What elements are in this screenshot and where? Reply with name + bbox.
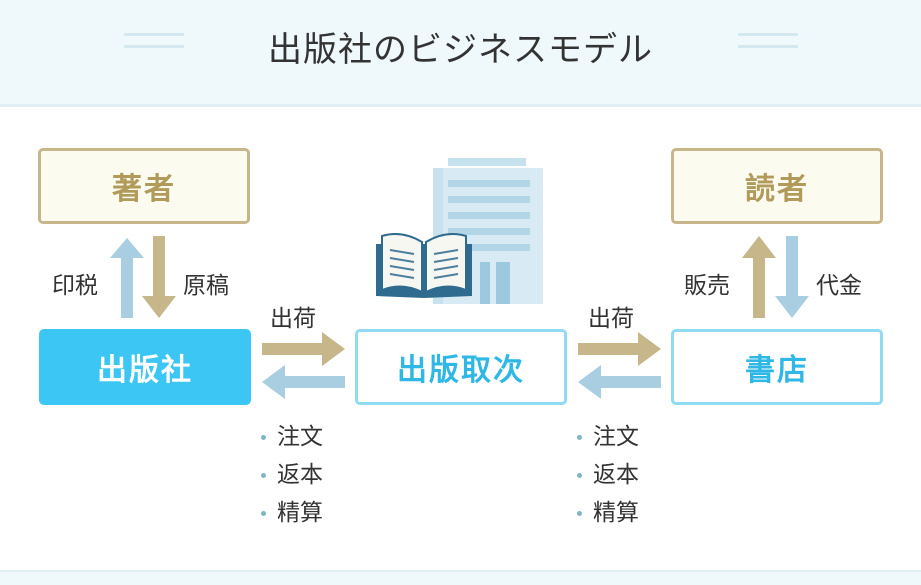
sales-label: 販売: [684, 273, 730, 299]
payment-arrow: [775, 236, 809, 318]
shipping-arrow-left: [262, 332, 345, 366]
author-node: 著者: [38, 148, 250, 224]
bookstore-node: 書店: [671, 329, 883, 405]
payment-label: 代金: [816, 273, 862, 299]
royalty-arrow: [110, 238, 144, 318]
sales-arrow: [742, 236, 776, 318]
list-item: 精算: [575, 494, 639, 532]
publisher-node: 出版社: [39, 329, 251, 405]
shipping-label-left: 出荷: [270, 306, 316, 332]
distributor-node: 出版取次: [355, 329, 567, 405]
list-item: 注文: [259, 418, 323, 456]
manuscript-arrow: [142, 236, 176, 318]
royalty-label: 印税: [52, 273, 98, 299]
return-flow-list-left: 注文 返本 精算: [259, 418, 323, 532]
open-book-icon: [376, 233, 472, 298]
header-band: 出版社のビジネスモデル: [0, 0, 921, 107]
manuscript-label: 原稿: [183, 273, 229, 299]
page-title: 出版社のビジネスモデル: [268, 30, 653, 70]
shipping-arrow-right: [578, 332, 661, 366]
return-flow-list-right: 注文 返本 精算: [575, 418, 639, 532]
list-item: 返本: [575, 456, 639, 494]
header-decoration-left: [124, 33, 184, 57]
list-item: 精算: [259, 494, 323, 532]
footer-band: [0, 570, 921, 585]
return-arrow-left: [262, 365, 345, 399]
list-item: 注文: [575, 418, 639, 456]
return-arrow-right: [578, 365, 661, 399]
reader-node: 読者: [671, 148, 883, 224]
header-decoration-right: [738, 33, 798, 57]
list-item: 返本: [259, 456, 323, 494]
shipping-label-right: 出荷: [588, 306, 634, 332]
